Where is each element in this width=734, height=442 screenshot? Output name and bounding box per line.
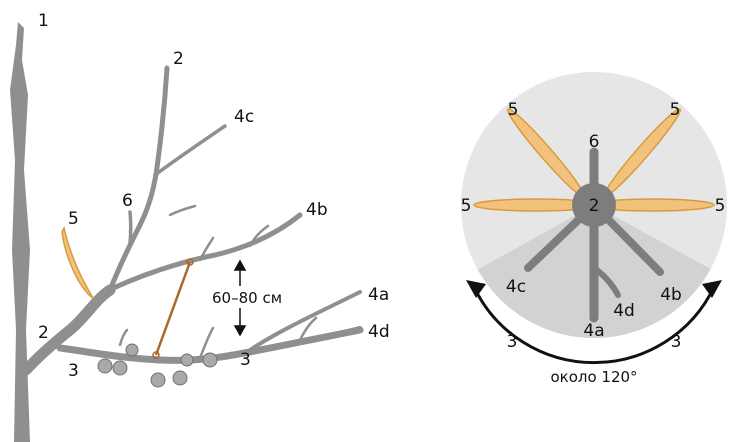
- label-top-5-r: 5: [715, 196, 726, 216]
- label-4c: 4c: [234, 107, 254, 127]
- arc-arrowhead-left: [466, 280, 486, 298]
- branch-spacer: [154, 261, 192, 356]
- trunk: [10, 22, 30, 442]
- label-top-5-tr: 5: [670, 100, 681, 120]
- label-4b: 4b: [306, 200, 328, 220]
- label-6: 6: [122, 191, 133, 211]
- label-4d: 4d: [368, 322, 390, 342]
- angle-arc: [472, 286, 716, 365]
- label-scaffold-2-top: 2: [173, 49, 184, 69]
- arc-arrowhead-right: [702, 280, 722, 298]
- label-top-4a: 4a: [583, 321, 604, 341]
- fruits: [97, 343, 218, 388]
- top-view: 2 6 5 5 5 5 4c 4b 4d 4a 3 3 около 120°: [461, 72, 727, 386]
- label-leader-1: 1: [38, 11, 49, 31]
- label-top-5-tl: 5: [508, 100, 519, 120]
- watersprout-shoot: [61, 225, 95, 300]
- label-top-4b: 4b: [660, 285, 682, 305]
- label-top-4c: 4c: [506, 277, 526, 297]
- label-4a: 4a: [368, 285, 389, 305]
- label-scaffold-2-low: 2: [38, 323, 49, 343]
- label-3-right: 3: [240, 350, 251, 370]
- label-top-5-l: 5: [461, 196, 472, 216]
- distance-arrow: [233, 259, 247, 337]
- label-3-left: 3: [68, 361, 79, 381]
- top-shoots: [473, 108, 715, 212]
- label-center-2: 2: [589, 196, 600, 216]
- label-top-3-right: 3: [671, 332, 682, 352]
- distance-label: 60–80 см: [212, 289, 282, 307]
- scaffold-branch: [20, 65, 364, 376]
- side-view: 60–80 см 1 2 4c 6 5 4b 4a 4d 2 3 3: [10, 11, 390, 442]
- label-5: 5: [68, 209, 79, 229]
- angle-caption: около 120°: [550, 368, 637, 386]
- label-top-3-left: 3: [507, 332, 518, 352]
- label-top-6: 6: [589, 132, 600, 152]
- label-top-4d: 4d: [613, 301, 635, 321]
- center-node: [572, 183, 616, 227]
